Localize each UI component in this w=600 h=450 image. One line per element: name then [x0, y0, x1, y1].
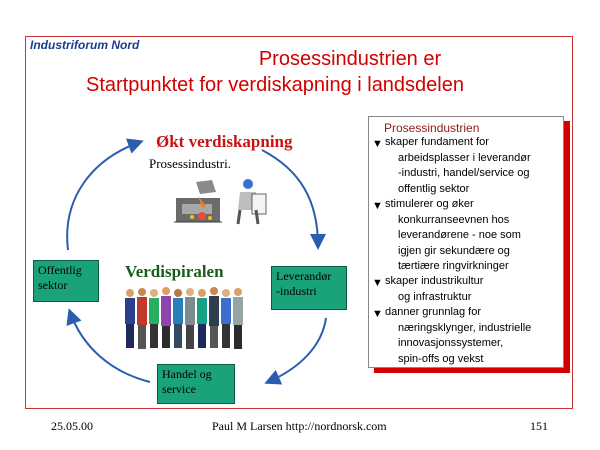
bullet-triangle-icon: ▼: [372, 308, 383, 320]
box-leverandor-industri: Leverandør -industri: [271, 266, 347, 310]
bullet-line: arbeidsplasser i leverandør: [398, 151, 531, 164]
bullet-line: konkurranseevnen hos: [398, 213, 510, 226]
title-line-2: Startpunktet for verdiskapning i landsde…: [85, 74, 464, 96]
footer-author: Paul M Larsen http://nordnorsk.com: [212, 419, 387, 433]
arrow-bottom-right: [264, 317, 327, 385]
bullet-triangle-icon: ▼: [372, 138, 383, 150]
bullet-line: spin-offs og vekst: [398, 352, 484, 365]
panel-title: Prosessindustrien: [384, 121, 480, 135]
box-leverandor-line-1: Leverandør: [276, 269, 332, 283]
bullet-line: innovasjonssystemer,: [398, 337, 504, 349]
footer-page-number: 151: [530, 419, 548, 433]
box-handel-service: Handel og service: [157, 364, 235, 404]
box-leverandor-line-2: -industri: [276, 284, 317, 298]
panel-bullet-text: stimulerer og øker konkurranseevnen hos …: [385, 197, 521, 275]
title-line-1: Prosessindustrien er: [258, 48, 442, 70]
bullet-line: skaper fundament for: [385, 136, 489, 148]
bullet-line: tærtiære ringvirkninger: [398, 260, 509, 272]
box-offentlig-line-2: sektor: [38, 278, 68, 292]
footer-date: 25.05.00: [51, 419, 93, 433]
panel-bullet-text: skaper industrikultur og infrastruktur: [385, 274, 483, 305]
panel-bullet-text: danner grunnlag for næringsklynger, indu…: [385, 305, 532, 367]
arrow-top-right: [261, 149, 326, 250]
box-offentlig-sektor: Offentlig sektor: [33, 260, 99, 302]
bullet-line: skaper industrikultur: [385, 275, 484, 287]
panel-bullet-4: ▼ danner grunnlag for næringsklynger, in…: [372, 305, 531, 367]
diagram-subheading: Prosessindustri.: [149, 156, 231, 171]
info-panel: [368, 116, 564, 368]
diagram-heading: Økt verdiskapning: [156, 132, 293, 151]
bullet-line: stimulerer og øker: [385, 198, 474, 210]
panel-bullet-text: skaper fundament for arbeidsplasser i le…: [385, 135, 531, 197]
bullet-line: og infrastruktur: [398, 290, 472, 303]
factory-clipart-icon: [174, 180, 222, 223]
diagram-center-label: Verdispiralen: [125, 262, 224, 281]
arrow-top-left: [66, 138, 144, 251]
panel-bullet-3: ▼ skaper industrikultur og infrastruktur: [372, 274, 483, 305]
bullet-line: -industri, handel/service og: [398, 167, 530, 179]
people-group-clipart-icon: [125, 287, 243, 349]
slide-frame: [25, 36, 573, 409]
box-handel-line-2: service: [162, 382, 196, 396]
box-offentlig-line-1: Offentlig: [38, 263, 82, 277]
bullet-line: danner grunnlag for: [385, 306, 482, 318]
bullet-line: næringsklynger, industrielle: [398, 321, 532, 334]
worker-clipart-icon: [236, 179, 267, 225]
bullet-triangle-icon: ▼: [372, 200, 383, 212]
panel-bullet-2: ▼ stimulerer og øker konkurranseevnen ho…: [372, 197, 521, 275]
bullet-line: igjen gir sekundære og: [398, 244, 510, 257]
slide-title: Prosessindustrien er Startpunktet for ve…: [40, 46, 570, 98]
arrow-bottom-left: [66, 308, 151, 383]
org-label: Industriforum Nord: [30, 38, 140, 52]
bullet-line: leverandørene - noe som: [398, 229, 521, 241]
bullet-triangle-icon: ▼: [372, 277, 383, 289]
bullet-line: offentlig sektor: [398, 182, 470, 195]
box-handel-line-1: Handel og: [162, 367, 212, 381]
panel-bullet-1: ▼ skaper fundament for arbeidsplasser i …: [372, 135, 531, 197]
